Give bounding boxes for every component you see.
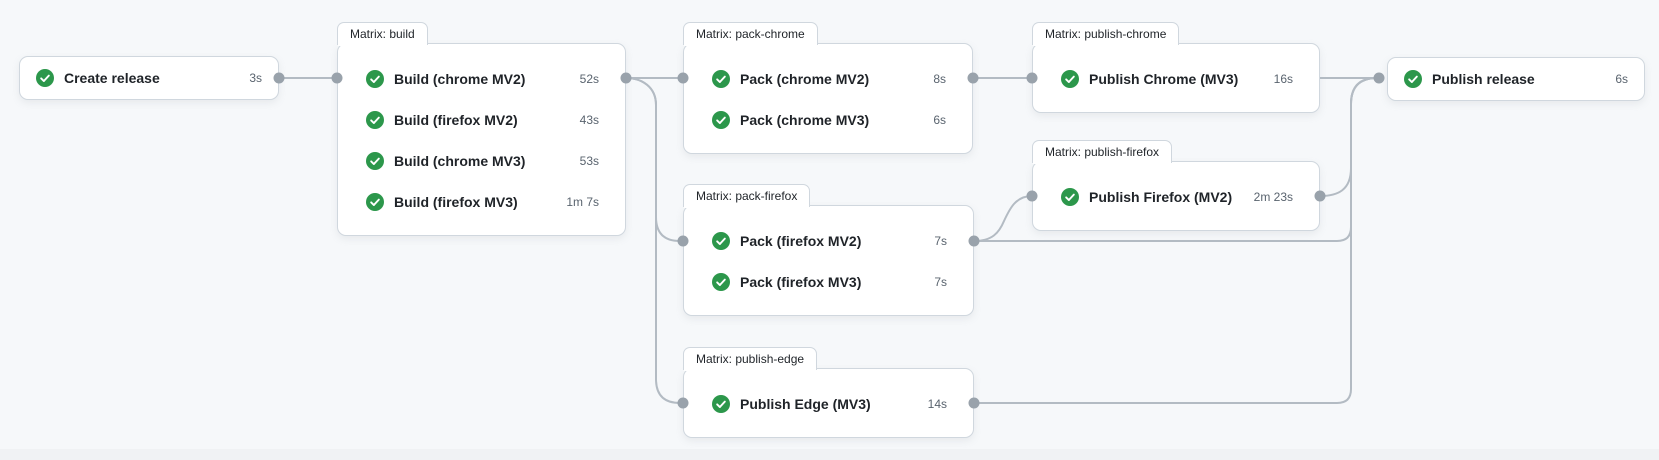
job-row[interactable]: Build (firefox MV2) 43s — [338, 99, 625, 140]
job-label: Build (chrome MV3) — [394, 152, 526, 169]
edge-publish-edge-to-publish-release — [974, 77, 1379, 404]
job-row[interactable]: Publish Firefox (MV2) 2m 23s — [1033, 176, 1319, 217]
job-duration: 14s — [927, 396, 947, 411]
page-edge-strip — [0, 449, 1659, 460]
group-tab: Matrix: build — [337, 22, 428, 46]
job-duration: 6s — [933, 112, 946, 127]
check-circle-icon — [36, 69, 54, 87]
job-row[interactable]: Build (firefox MV3) 1m 7s — [338, 181, 625, 222]
node-create-release[interactable]: Create release 3s — [19, 56, 279, 100]
job-label: Build (chrome MV2) — [394, 70, 526, 87]
check-circle-icon — [712, 69, 730, 88]
job-row[interactable]: Build (chrome MV3) 53s — [338, 140, 625, 181]
group-matrix-pack-chrome: Matrix: pack-chrome Pack (chrome MV2) 8s… — [683, 22, 973, 154]
job-row[interactable]: Pack (chrome MV3) 6s — [684, 99, 972, 140]
job-duration: 7s — [934, 233, 947, 248]
job-row[interactable]: Publish Chrome (MV3) 16s — [1033, 58, 1319, 99]
job-label: Build (firefox MV2) — [394, 111, 518, 128]
job-label: Create release — [64, 70, 160, 86]
check-circle-icon — [712, 394, 730, 413]
job-duration: 16s — [1273, 71, 1293, 86]
group-tab-label: Matrix: pack-firefox — [696, 189, 798, 203]
group-tab-label: Matrix: publish-edge — [696, 352, 805, 366]
job-label: Pack (firefox MV2) — [740, 232, 862, 249]
group-tab: Matrix: pack-firefox — [683, 184, 811, 208]
group-tab: Matrix: publish-firefox — [1032, 140, 1173, 164]
job-label: Build (firefox MV3) — [394, 193, 518, 210]
check-circle-icon — [1061, 69, 1079, 88]
check-circle-icon — [366, 110, 384, 129]
job-duration: 1m 7s — [566, 194, 599, 209]
node-publish-release[interactable]: Publish release 6s — [1387, 57, 1645, 101]
job-label: Pack (chrome MV3) — [740, 111, 870, 128]
group-rows: Build (chrome MV2) 52s Build (firefox MV… — [338, 44, 625, 235]
group-rows: Pack (firefox MV2) 7s Pack (firefox MV3)… — [684, 206, 973, 315]
group-tab-label: Matrix: build — [350, 27, 415, 41]
check-circle-icon — [712, 110, 730, 129]
group-tab-label: Matrix: pack-chrome — [696, 27, 805, 41]
group-tab: Matrix: publish-edge — [683, 347, 818, 371]
group-matrix-publish-firefox: Matrix: publish-firefox Publish Firefox … — [1032, 140, 1320, 231]
group-rows: Publish Firefox (MV2) 2m 23s — [1033, 162, 1319, 230]
job-duration: 7s — [934, 274, 947, 289]
group-matrix-pack-firefox: Matrix: pack-firefox Pack (firefox MV2) … — [683, 184, 974, 316]
group-tab: Matrix: pack-chrome — [683, 22, 818, 46]
job-row[interactable]: Build (chrome MV2) 52s — [338, 58, 625, 99]
job-label: Publish Firefox (MV2) — [1089, 188, 1233, 205]
job-label: Publish Edge (MV3) — [740, 395, 871, 412]
job-duration: 2m 23s — [1253, 189, 1293, 204]
group-rows: Publish Edge (MV3) 14s — [684, 369, 973, 437]
check-circle-icon — [1404, 70, 1422, 88]
job-duration: 52s — [579, 71, 599, 86]
edge-pack-firefox-to-publish-firefox — [973, 195, 1033, 242]
job-row[interactable]: Pack (chrome MV2) 8s — [684, 58, 972, 99]
group-matrix-publish-edge: Matrix: publish-edge Publish Edge (MV3) … — [683, 347, 974, 438]
edge-build-to-publish-edge — [625, 77, 683, 404]
job-duration: 53s — [579, 153, 599, 168]
check-circle-icon — [366, 69, 384, 88]
check-circle-icon — [712, 272, 730, 291]
connector-dot-publish-release-in — [1373, 72, 1385, 84]
job-row[interactable]: Pack (firefox MV2) 7s — [684, 220, 973, 261]
check-circle-icon — [366, 151, 384, 170]
group-matrix-build: Matrix: build Build (chrome MV2) 52s Bui… — [337, 22, 626, 236]
group-rows: Publish Chrome (MV3) 16s — [1033, 44, 1319, 112]
edge-publish-firefox-to-publish-release — [1319, 77, 1378, 197]
job-label: Pack (firefox MV3) — [740, 273, 862, 290]
job-label: Publish release — [1432, 71, 1535, 87]
job-label: Pack (chrome MV2) — [740, 70, 870, 87]
check-circle-icon — [712, 231, 730, 250]
check-circle-icon — [1061, 187, 1079, 206]
edge-build-to-pack-firefox — [625, 77, 683, 242]
job-duration: 6s — [1615, 72, 1628, 86]
group-matrix-publish-chrome: Matrix: publish-chrome Publish Chrome (M… — [1032, 22, 1320, 113]
job-label: Publish Chrome (MV3) — [1089, 70, 1239, 87]
job-duration: 8s — [933, 71, 946, 86]
job-row[interactable]: Pack (firefox MV3) 7s — [684, 261, 973, 302]
group-tab-label: Matrix: publish-chrome — [1045, 27, 1167, 41]
job-row[interactable]: Publish Edge (MV3) 14s — [684, 383, 973, 424]
job-duration: 43s — [579, 112, 599, 127]
check-circle-icon — [366, 192, 384, 211]
job-duration: 3s — [249, 71, 262, 85]
group-tab: Matrix: publish-chrome — [1032, 22, 1180, 46]
group-rows: Pack (chrome MV2) 8s Pack (chrome MV3) 6… — [684, 44, 972, 153]
group-tab-label: Matrix: publish-firefox — [1045, 145, 1160, 159]
